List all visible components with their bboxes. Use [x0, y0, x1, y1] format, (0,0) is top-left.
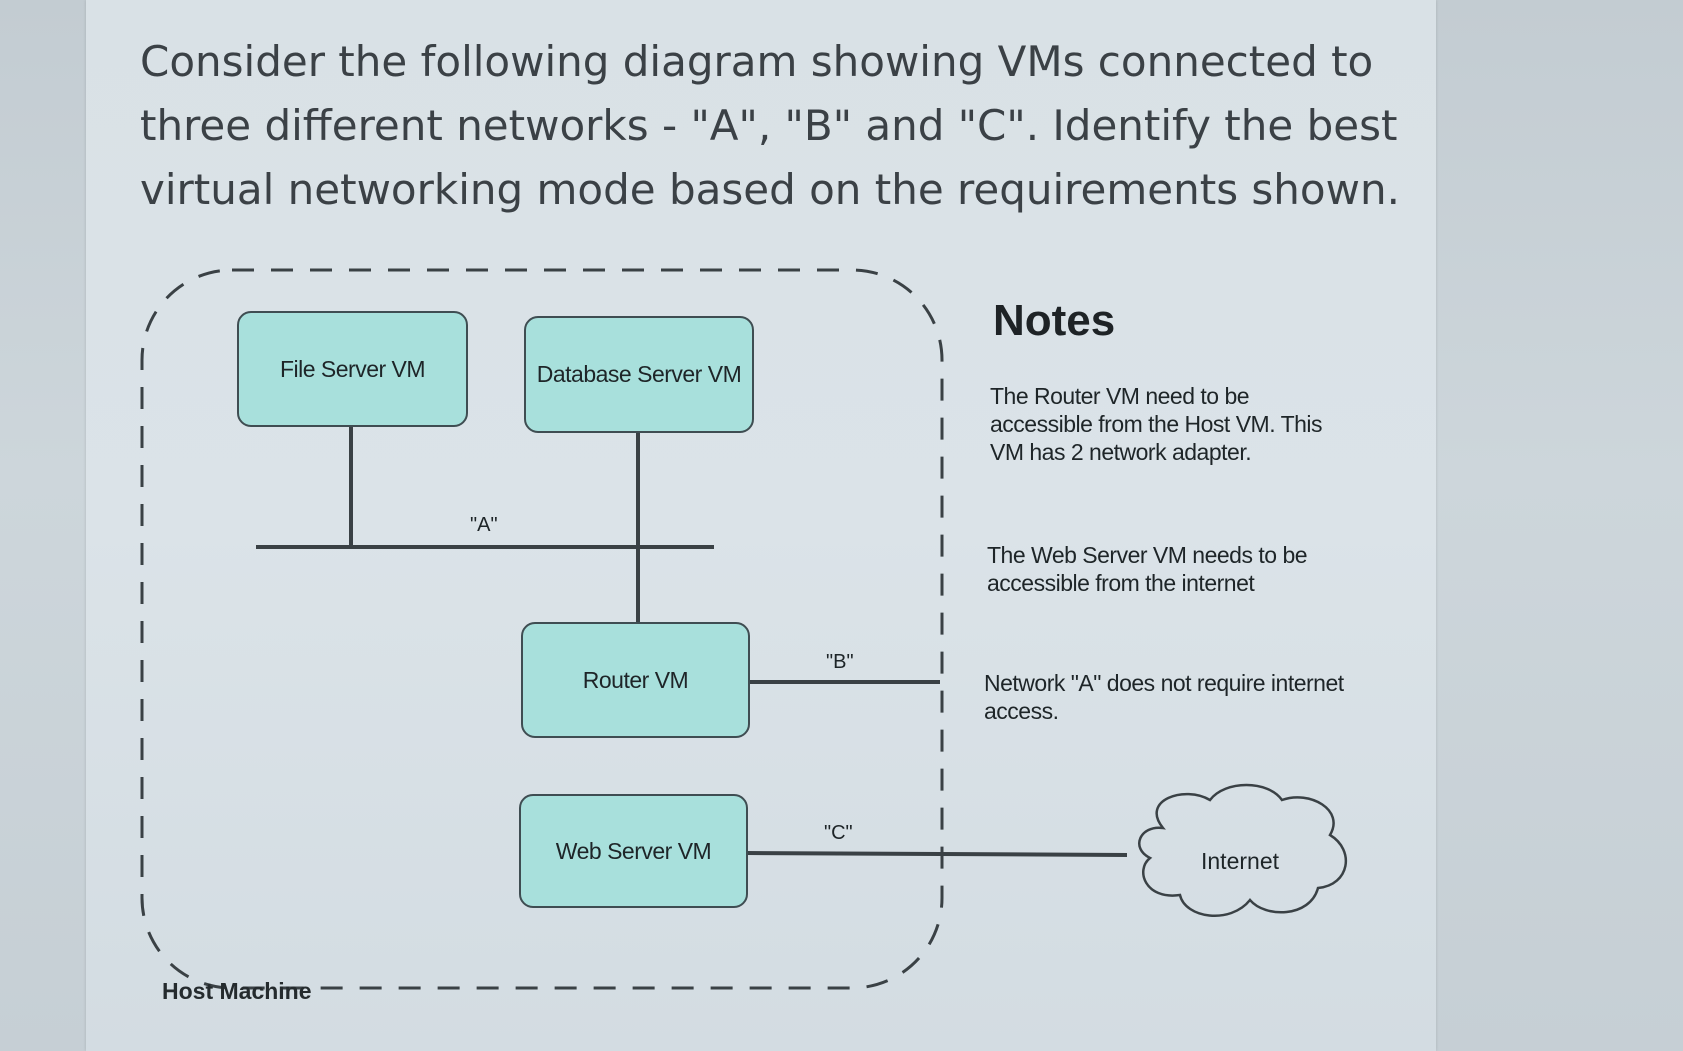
router-vm: Router VM — [521, 622, 750, 738]
note-network-a: Network "A" does not require internet ac… — [984, 670, 1344, 724]
web-server-vm-label: Web Server VM — [555, 837, 712, 864]
database-server-vm-label: Database Server VM — [536, 361, 742, 387]
database-server-vm: Database Server VM — [524, 316, 754, 433]
file-server-vm: File Server VM — [237, 311, 468, 427]
network-b-label: "B" — [826, 651, 854, 673]
router-vm-label: Router VM — [582, 666, 689, 693]
question-text: Consider the following diagram showing V… — [140, 37, 1400, 214]
file-server-vm-label: File Server VM — [279, 355, 426, 382]
question-card — [86, 0, 1436, 1051]
internet-cloud-icon — [1138, 783, 1348, 918]
web-server-vm: Web Server VM — [519, 794, 748, 908]
note-router: The Router VM need to be accessible from… — [990, 383, 1323, 465]
note-web-server: The Web Server VM needs to be accessible… — [987, 542, 1308, 596]
network-c-label: "C" — [824, 822, 853, 844]
host-machine-label: Host Machine — [162, 978, 312, 1004]
network-c-line — [746, 851, 1128, 857]
notes-title: Notes — [993, 296, 1116, 345]
internet-label: Internet — [1201, 848, 1279, 874]
network-a-label: "A" — [470, 514, 498, 536]
host-machine-boundary — [140, 268, 944, 990]
